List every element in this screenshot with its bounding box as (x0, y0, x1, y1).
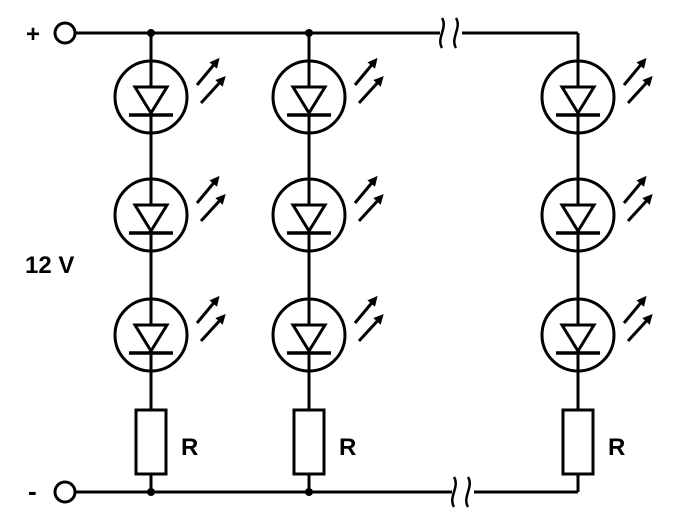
resistor-label: R (608, 434, 625, 461)
light-emission-icon (195, 57, 226, 105)
led (113, 175, 226, 253)
light-emission-icon (622, 295, 653, 343)
led-string-3: R (540, 33, 653, 492)
positive-terminal: + (26, 21, 77, 48)
led-string-1: R (113, 29, 226, 496)
light-emission-icon (622, 57, 653, 105)
supply-voltage-label: 12 V (25, 252, 74, 279)
led (113, 295, 226, 373)
led (540, 295, 653, 373)
resistor-label: R (339, 434, 356, 461)
resistor: R (292, 408, 356, 476)
led (271, 57, 384, 135)
resistor-label: R (181, 434, 198, 461)
light-emission-icon (353, 57, 384, 105)
positive-rail-break (439, 17, 459, 49)
led (113, 57, 226, 135)
resistor: R (134, 408, 198, 476)
led (540, 57, 653, 135)
negative-terminal: - (28, 476, 77, 506)
negative-rail-break (451, 476, 471, 508)
led (540, 175, 653, 253)
resistor: R (561, 408, 625, 476)
light-emission-icon (622, 175, 653, 223)
light-emission-icon (353, 295, 384, 343)
negative-terminal-label: - (28, 476, 37, 506)
light-emission-icon (195, 295, 226, 343)
light-emission-icon (195, 175, 226, 223)
led (271, 295, 384, 373)
positive-terminal-label: + (26, 21, 40, 48)
light-emission-icon (353, 175, 384, 223)
led (271, 175, 384, 253)
led-string-2: R (271, 29, 384, 496)
